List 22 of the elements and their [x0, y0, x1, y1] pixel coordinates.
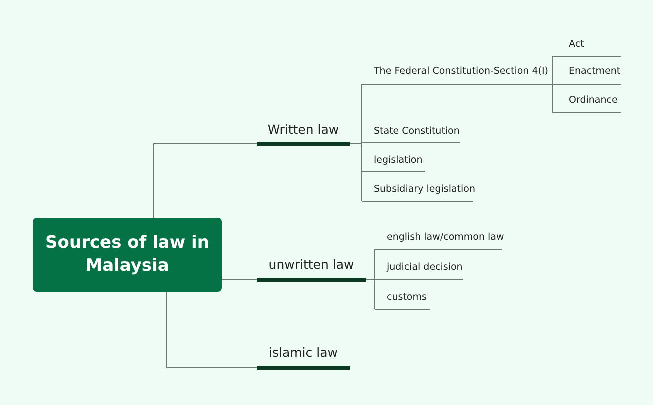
- topic-label: Subsidiary legislation: [374, 184, 476, 195]
- connector-line: [154, 144, 258, 218]
- topic-label: unwritten law: [268, 257, 354, 272]
- topic-label: legislation: [374, 155, 423, 166]
- topic-label: Sources of law in Malaysia: [44, 232, 210, 278]
- connector-line: [366, 280, 376, 310]
- topic-label: islamic law: [269, 345, 338, 360]
- connector-line: [552, 84, 558, 113]
- topic-label: Enactment: [569, 66, 621, 77]
- connector-line: [350, 144, 362, 202]
- topic-label: Act: [569, 39, 584, 50]
- topic-label: judicial decision: [387, 262, 463, 273]
- connector-line: [166, 292, 258, 368]
- connector-line: [552, 56, 558, 85]
- topic-label: Written law: [268, 122, 340, 137]
- connector-line: [552, 84, 558, 85]
- topic-label: Ordinance: [569, 95, 618, 106]
- central-topic-box: [33, 218, 222, 292]
- topic-label: State Constitution: [374, 126, 460, 137]
- topic-label: english law/common law: [387, 232, 504, 243]
- topic-label: customs: [387, 292, 427, 303]
- topic-label: The Federal Constitution-Section 4(I): [374, 66, 548, 77]
